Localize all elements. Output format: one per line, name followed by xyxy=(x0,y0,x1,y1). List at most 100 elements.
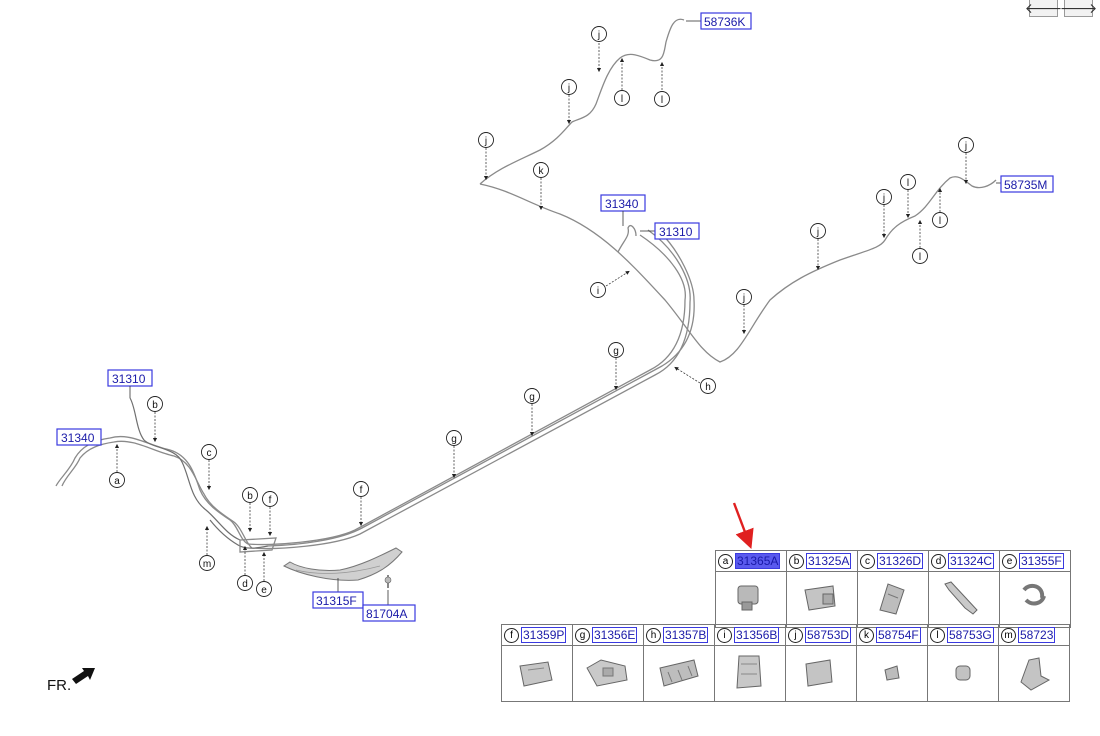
callout-58736K[interactable]: 58736K xyxy=(686,12,752,30)
letter-l-5: l xyxy=(912,219,928,264)
part-thumbnail-icon xyxy=(879,583,905,615)
svg-text:b: b xyxy=(247,491,253,502)
legend-part-number[interactable]: 31365A xyxy=(735,553,781,569)
callout-31340-top[interactable]: 31340 xyxy=(600,194,646,226)
letter-l-3: l xyxy=(900,174,916,219)
part-thumbnail-icon xyxy=(1020,657,1051,691)
next-button[interactable]: 🡒 xyxy=(1060,0,1097,17)
letter-g-1: g xyxy=(608,342,624,391)
callout-31310-top[interactable]: 31310 xyxy=(640,222,700,240)
legend-part-image-j[interactable] xyxy=(785,645,857,702)
legend-part-image-e[interactable] xyxy=(999,571,1071,628)
callout-31340-top-label: 31340 xyxy=(605,197,639,211)
legend-part-image-d[interactable] xyxy=(928,571,1000,628)
svg-text:f: f xyxy=(269,495,272,506)
legend-part-image-i[interactable] xyxy=(714,645,786,702)
legend-part-number[interactable]: 31325A xyxy=(806,553,852,569)
legend-part-number[interactable]: 58723 xyxy=(1018,627,1056,643)
legend-letter: c xyxy=(860,553,875,569)
letter-g-3: g xyxy=(446,430,462,479)
callout-31315F-label: 31315F xyxy=(316,594,357,608)
legend-part-number[interactable]: 31324C xyxy=(948,553,995,569)
callout-31315F[interactable]: 31315F xyxy=(312,578,364,609)
legend-letter: e xyxy=(1002,553,1017,569)
legend-part-number[interactable]: 31326D xyxy=(877,553,924,569)
legend-part-image-g[interactable] xyxy=(572,645,644,702)
callout-31310-left[interactable]: 31310 xyxy=(107,369,153,398)
svg-text:j: j xyxy=(964,141,967,152)
svg-text:b: b xyxy=(152,400,158,411)
legend-part-number[interactable]: 58754F xyxy=(876,627,921,643)
legend-part-image-c[interactable] xyxy=(857,571,929,628)
legend-part-image-k[interactable] xyxy=(856,645,928,702)
legend-part-number[interactable]: 31356E xyxy=(592,627,638,643)
callout-58735M[interactable]: 58735M xyxy=(996,175,1054,193)
letter-j-3: j xyxy=(478,132,494,181)
part-thumbnail-icon xyxy=(944,581,978,615)
letter-f-1: f xyxy=(353,481,369,527)
legend-part-number[interactable]: 31357B xyxy=(663,627,709,643)
svg-text:j: j xyxy=(816,227,819,238)
tube-bundle xyxy=(55,229,695,553)
svg-text:e: e xyxy=(261,585,267,596)
letter-e: e xyxy=(256,551,272,597)
svg-text:g: g xyxy=(613,346,619,357)
legend-part-image-f[interactable] xyxy=(501,645,573,702)
legend-part-image-h[interactable] xyxy=(643,645,715,702)
callout-81704A[interactable]: 81704A xyxy=(362,590,416,622)
legend-letter: a xyxy=(718,553,733,569)
legend-part-number[interactable]: 31356B xyxy=(734,627,780,643)
legend-letter: k xyxy=(859,627,874,643)
svg-text:j: j xyxy=(567,83,570,94)
letter-j-2: j xyxy=(561,79,577,125)
callout-58736K-label: 58736K xyxy=(704,15,745,29)
legend-part-image-m[interactable] xyxy=(998,645,1070,702)
legend-part-image-l[interactable] xyxy=(927,645,999,702)
letter-d: d xyxy=(237,545,253,591)
legend-letter: d xyxy=(931,553,946,569)
front-arrow-icon xyxy=(72,668,95,684)
legend-letter: m xyxy=(1001,627,1016,643)
svg-text:d: d xyxy=(242,579,248,590)
legend-part-number[interactable]: 31359P xyxy=(521,627,567,643)
legend-part-number[interactable]: 58753D xyxy=(805,627,852,643)
part-thumbnail-icon xyxy=(1022,583,1046,606)
legend-part-number[interactable]: 31355F xyxy=(1019,553,1064,569)
legend-part-image-b[interactable] xyxy=(786,571,858,628)
part-thumbnail-icon xyxy=(884,665,900,681)
part-thumbnail-icon xyxy=(955,665,971,681)
letter-i: i xyxy=(590,270,630,298)
callout-31340-left[interactable]: 31340 xyxy=(56,428,102,446)
svg-text:l: l xyxy=(661,95,663,106)
legend-part-number[interactable]: 58753G xyxy=(947,627,994,643)
front-label: FR. xyxy=(47,677,72,694)
legend-letter: g xyxy=(575,627,590,643)
prev-button[interactable]: 🡐 xyxy=(1025,0,1062,17)
svg-text:l: l xyxy=(907,178,909,189)
legend-part-image-a[interactable] xyxy=(715,571,787,628)
svg-text:k: k xyxy=(539,166,545,177)
letter-h: h xyxy=(674,366,716,394)
